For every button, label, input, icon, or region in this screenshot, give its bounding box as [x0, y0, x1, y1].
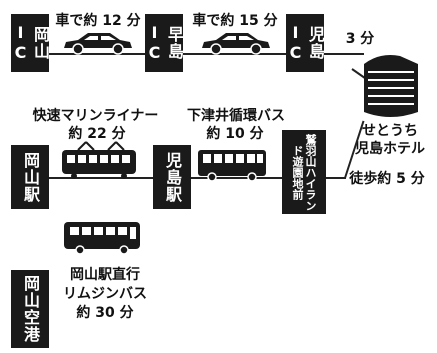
walk-time: 徒歩約 5 分 — [349, 171, 425, 187]
kojima-station-box: 児島駅 — [153, 145, 191, 209]
route-line — [191, 177, 282, 179]
washuzan-stop-label: 鷲羽山ハイランド遊園地前 — [291, 133, 317, 211]
washuzan-stop-box: 鷲羽山ハイランド遊園地前 — [282, 130, 326, 214]
hotel-name-line: せとうち 児島ホテル — [355, 123, 425, 157]
car-time-2: 車で約 15 分 — [192, 13, 278, 29]
limousine-line3: 約 30 分 — [76, 305, 134, 321]
okayama-ic-box: 岡山IC — [11, 14, 50, 72]
car-icon — [64, 33, 132, 55]
rapid-line-name: 快速マリンライナー — [32, 108, 159, 124]
rapid-line-time: 約 22 分 — [68, 126, 126, 142]
okayama-station-box: 岡山駅 — [11, 145, 49, 209]
kojima-ic-box: 児島IC — [286, 14, 325, 72]
hotel-building-icon — [364, 55, 418, 117]
okayama-airport-box: 岡山空港 — [11, 270, 49, 348]
okayama-ic-label: 岡山IC — [11, 23, 50, 63]
hotel-name: せとうち 児島ホテル — [352, 122, 428, 158]
car-time-1: 車で約 12 分 — [55, 13, 141, 29]
ic-to-hotel-time: 3 分 — [345, 31, 375, 47]
okayama-airport-label: 岡山空港 — [21, 275, 40, 343]
kojima-station-label: 児島駅 — [163, 151, 182, 203]
limousine-line2: リムジンバス — [63, 286, 147, 302]
hayashima-ic-label: 早島IC — [145, 23, 184, 63]
okayama-station-label: 岡山駅 — [21, 151, 40, 203]
bus-icon — [64, 222, 140, 255]
route-line — [183, 53, 286, 55]
train-icon — [62, 141, 136, 179]
route-line — [324, 53, 364, 55]
bus-line-name: 下津井循環バス — [187, 108, 285, 124]
route-line — [326, 177, 346, 179]
car-icon — [202, 33, 270, 55]
route-line — [49, 53, 145, 55]
hayashima-ic-box: 早島IC — [145, 14, 184, 72]
bus-line-time: 約 10 分 — [206, 126, 264, 142]
limousine-line1: 岡山駅直行 — [70, 267, 140, 283]
route-line — [49, 177, 153, 179]
bus-icon — [198, 150, 266, 182]
kojima-ic-label: 児島IC — [286, 23, 325, 63]
